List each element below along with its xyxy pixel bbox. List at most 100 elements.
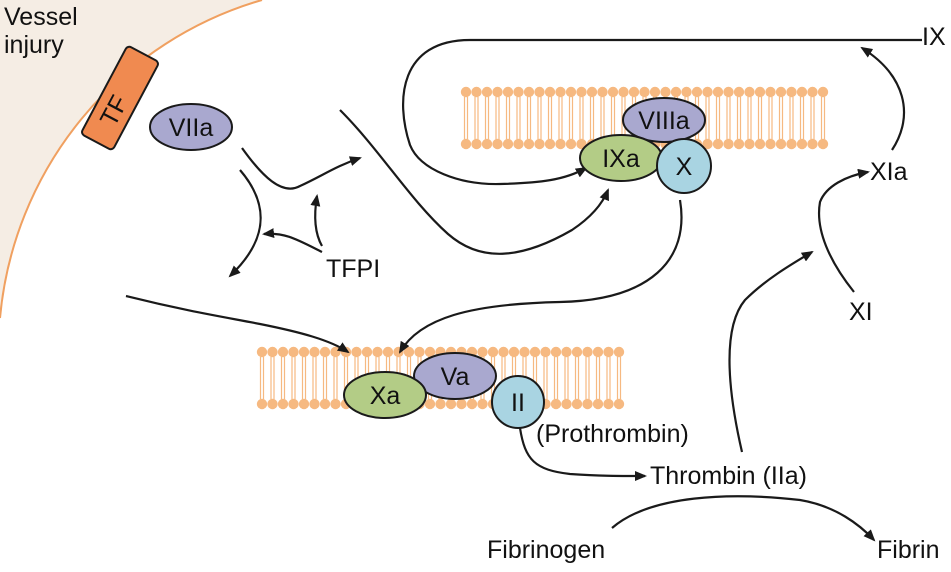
lipid-head (571, 346, 583, 358)
tenase-complex: VIIIa IXa X (579, 97, 712, 194)
lipid-head (319, 398, 331, 410)
viiia-molecule (622, 97, 706, 143)
lipid-head (639, 86, 650, 98)
lipid-head (492, 86, 503, 98)
lipid-tails (259, 357, 265, 399)
lipid-head (744, 138, 755, 150)
lipid-head (529, 346, 541, 358)
lipid-head (460, 86, 472, 98)
viia-label: VIIa (169, 114, 214, 142)
lipid-head (414, 346, 425, 358)
lipid-tails (484, 97, 490, 139)
lipid-head (618, 86, 629, 98)
vessel-injury-label-line2: injury (4, 31, 64, 59)
labels: Vessel injury TFPI IX XIa XI (Prothrombi… (4, 3, 946, 564)
lipid-head (523, 138, 535, 150)
lipid-tails (526, 97, 532, 139)
lipid-head (796, 86, 808, 98)
lipid-head (571, 398, 583, 410)
lipid-tails (291, 357, 296, 399)
lipid-head (445, 398, 457, 410)
lipid-head (712, 138, 724, 150)
lipid-head (487, 346, 499, 358)
lipid-head (544, 86, 556, 98)
lipid-head (466, 398, 478, 410)
x-molecule (656, 138, 712, 194)
ii-molecule (491, 375, 545, 429)
lipid-head (817, 138, 829, 150)
lipid-head (576, 86, 587, 98)
lipid-head (361, 346, 373, 358)
arrow-ix-to-ixa (401, 38, 922, 186)
arrow-viia-to-xa-activation (228, 169, 262, 278)
lipid-head (582, 398, 593, 410)
arrow-xia-to-ix (860, 46, 906, 151)
arrow-tfpi-inhibit-up (310, 194, 323, 247)
lipid-tails (568, 97, 574, 139)
lipid-head (702, 86, 713, 98)
lipid-head (807, 86, 818, 98)
arrow-fibrinogen-to-fibrin (611, 495, 876, 542)
viiia-label: VIIIa (638, 107, 690, 135)
lipid-head (492, 138, 503, 150)
lipid-head (319, 346, 331, 358)
lipid-head (382, 346, 394, 358)
lipid-head (330, 398, 341, 410)
lipid-head (550, 346, 562, 358)
lipid-tails (547, 97, 553, 139)
lipid-head (544, 138, 556, 150)
prothrombin-label: (Prothrombin) (536, 420, 689, 448)
lipid-head (534, 86, 545, 98)
lipid-head (477, 398, 488, 410)
lipid-head (534, 138, 545, 150)
lipid-tails (757, 97, 763, 139)
lipid-head (775, 86, 787, 98)
lipid-head (582, 346, 593, 358)
lipid-head (603, 398, 614, 410)
lipid-head (267, 346, 278, 358)
viia-molecule (149, 103, 233, 151)
lipid-head (460, 138, 472, 150)
lipid-tails (715, 97, 721, 139)
lipid-tails (543, 357, 548, 399)
lipid-head (786, 138, 797, 150)
arrow-tf-viia-to-ixa (339, 109, 610, 255)
ii-label: II (511, 389, 525, 417)
lipid-tails (589, 97, 595, 139)
lipid-tails (333, 357, 338, 399)
arrow-tfpi-inhibit-left (262, 228, 323, 253)
lipid-head (817, 86, 829, 98)
lipid-head (540, 346, 551, 358)
lipid-head (288, 346, 299, 358)
lipid-tails (789, 97, 794, 139)
lipid-head (523, 86, 535, 98)
lipid-head (649, 86, 661, 98)
lipid-head (424, 346, 436, 358)
lipid-head (435, 398, 446, 410)
lipid-head (277, 398, 289, 410)
lipid-head (481, 138, 493, 150)
lipid-tails (505, 97, 511, 139)
lipid-head (702, 138, 713, 150)
lipid-head (256, 398, 268, 410)
xa-molecule (343, 371, 427, 419)
xi-label: XI (849, 298, 873, 326)
thrombin-label: Thrombin (IIa) (650, 462, 807, 490)
lipid-head (744, 86, 755, 98)
lipid-tails (799, 97, 805, 139)
lipid-tails (270, 357, 275, 399)
lipid-head (513, 86, 524, 98)
tf-viia-complex: TF VIIa (81, 45, 233, 151)
lipid-tails (301, 357, 307, 399)
lipid-head (712, 86, 724, 98)
lipid-head (519, 346, 530, 358)
lipid-head (565, 86, 577, 98)
lipid-tails (820, 97, 826, 139)
lipid-tails (600, 97, 605, 139)
lipid-tails (322, 357, 328, 399)
lipid-head (555, 138, 566, 150)
lipid-head (309, 398, 320, 410)
prothrombinase-complex: Va Xa II (343, 352, 545, 429)
va-label: Va (441, 363, 470, 391)
